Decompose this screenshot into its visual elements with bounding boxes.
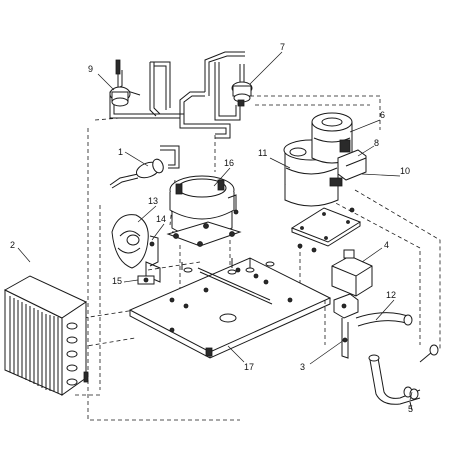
part-12-hose xyxy=(355,312,439,363)
callout-2: 2 xyxy=(10,240,15,250)
part-7-valve xyxy=(231,81,253,107)
callout-6: 6 xyxy=(380,110,385,120)
part-4-reservoir xyxy=(331,249,373,297)
part-16-compressor xyxy=(166,175,242,247)
part-9-valve xyxy=(109,59,131,107)
callout-8: 8 xyxy=(374,138,379,148)
callout-10: 10 xyxy=(400,166,410,176)
part-13-fan-shroud xyxy=(111,214,149,269)
callout-9: 9 xyxy=(88,64,93,74)
callout-11: 11 xyxy=(258,148,267,158)
part-8-pump-fitting xyxy=(329,149,367,187)
part-15-mount xyxy=(137,275,155,285)
part-1-filter-drier xyxy=(109,158,164,189)
callout-labels: 1 2 3 4 5 6 7 8 9 10 11 12 13 14 15 16 1… xyxy=(10,42,413,414)
part-6-motor xyxy=(311,112,353,164)
callout-13: 13 xyxy=(148,196,158,206)
callout-3: 3 xyxy=(300,362,305,372)
tubing-assembly xyxy=(109,51,245,169)
assembly-guide-lines xyxy=(69,95,441,421)
callout-4: 4 xyxy=(384,240,389,250)
callout-7: 7 xyxy=(280,42,285,52)
callout-17: 17 xyxy=(244,362,254,372)
leader-lines xyxy=(17,51,413,401)
part-2-condenser-coil xyxy=(3,275,89,396)
callout-16: 16 xyxy=(224,158,234,168)
callout-1: 1 xyxy=(118,147,123,157)
callout-14: 14 xyxy=(156,214,166,224)
part-10-mounting-plate xyxy=(290,207,362,253)
part-5-drain-hose xyxy=(368,354,421,411)
callout-5: 5 xyxy=(408,404,413,414)
callout-12: 12 xyxy=(386,290,396,300)
part-3-bracket xyxy=(333,293,359,359)
part-17-base-plate xyxy=(128,257,332,359)
callout-15: 15 xyxy=(112,276,122,286)
